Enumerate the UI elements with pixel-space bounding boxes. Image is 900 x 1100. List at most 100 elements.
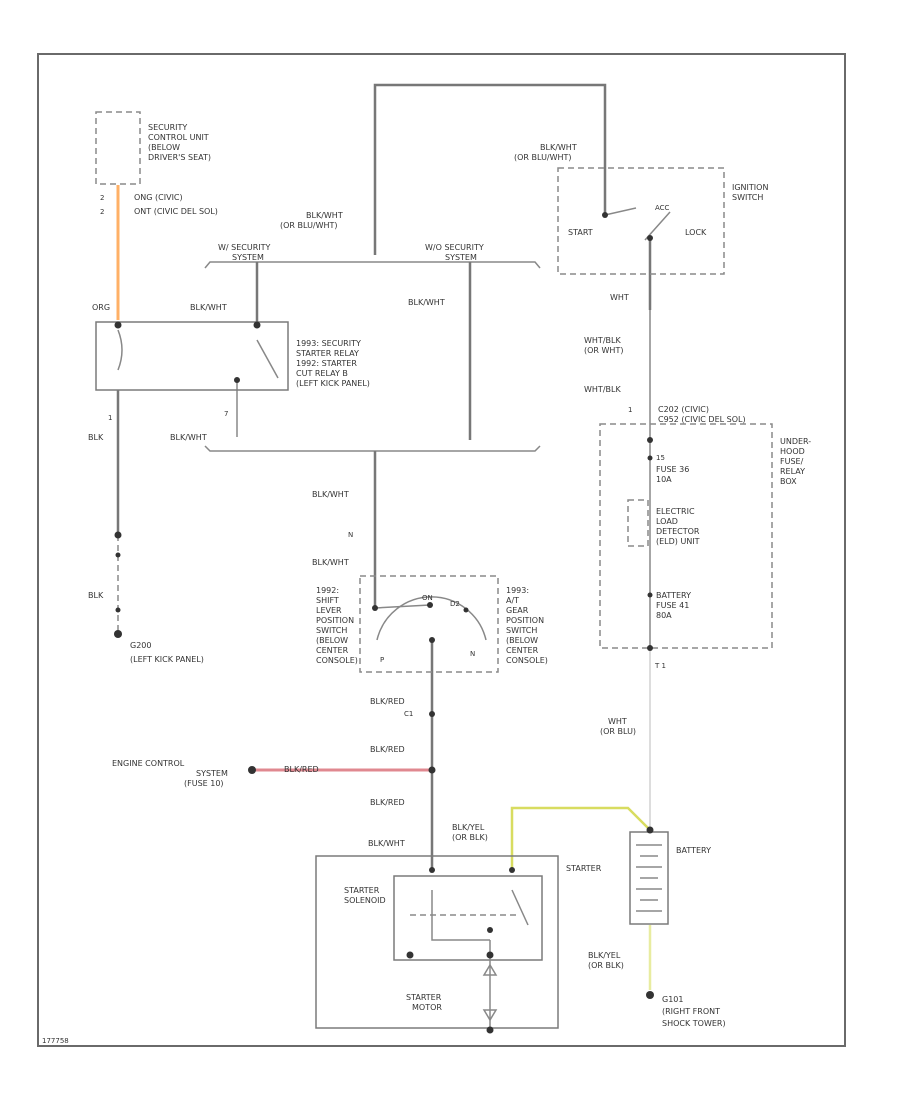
shift-left-label-6: (BELOW [316, 636, 348, 645]
security-unit-circuit-b: ONT (CIVIC DEL SOL) [134, 207, 218, 216]
engine-junction-below: BLK/RED [370, 798, 405, 807]
fuse-wire-a1: WHT/BLK [584, 336, 621, 345]
security-unit-pin-a: 2 [100, 194, 104, 202]
battery-cells [636, 844, 662, 912]
shift-left-label-5: SWITCH [316, 626, 347, 635]
gear-selector-contact [374, 604, 431, 609]
starter-solenoid-label-2: SOLENOID [344, 896, 386, 905]
branch-top-label-2: (OR BLU/WHT) [280, 221, 338, 230]
fuse-box-label-4: RELAY [780, 467, 805, 476]
eld-unit-box [627, 499, 649, 547]
battery-ground-wire-1: BLK/YEL [588, 951, 621, 960]
diagram-code: 177758 [42, 1037, 69, 1045]
fuse-wire-a2: (OR WHT) [584, 346, 623, 355]
battery-cable-wire [510, 806, 651, 870]
relay-wire-bottom-right: BLK/WHT [170, 433, 207, 442]
security-unit-label-3: (BELOW [148, 143, 180, 152]
junction-nodes [114, 212, 654, 1034]
relay-wire-left: ORG [92, 303, 110, 312]
engine-control-wire-label: BLK/RED [284, 765, 319, 774]
relay-pin-right: 7 [224, 410, 228, 418]
fuse-connector-b: C952 (CIVIC DEL SOL) [658, 415, 746, 424]
ignition-switch-label-2: SWITCH [732, 193, 763, 202]
starter-in-wire: BLK/WHT [368, 839, 405, 848]
shift-pos-p: P [380, 656, 384, 664]
fuse-connector-a: C202 (CIVIC) [658, 405, 709, 414]
relay-label-2: STARTER RELAY [296, 349, 359, 358]
ignition-pos-lock: LOCK [685, 228, 707, 237]
shift-right-label-8: CONSOLE) [506, 656, 548, 665]
shift-right-label-2: A/T [506, 596, 519, 605]
under-hood-fuse-relay-box [599, 423, 773, 649]
shift-left-label-8: CONSOLE) [316, 656, 358, 665]
relay-pin-left: 1 [108, 414, 112, 422]
shift-pos-n: N [470, 650, 475, 658]
battery-ground-location-1: (RIGHT FRONT [662, 1007, 720, 1016]
diagram-frame [37, 53, 846, 1047]
shift-right-label-4: POSITION [506, 616, 544, 625]
shift-pos-on: ON [422, 594, 433, 602]
motor-brush-top [482, 963, 498, 976]
eld-label-4: (ELD) UNIT [656, 537, 700, 546]
security-starter-relay-box [95, 321, 289, 391]
ignition-pos-start: START [568, 228, 593, 237]
shift-right-label-1: 1993: [506, 586, 529, 595]
starter-solenoid-label-1: STARTER [344, 886, 380, 895]
relay-contact [256, 339, 279, 379]
gear-selector-arc [376, 596, 487, 641]
ground-left-name: G200 [130, 641, 151, 650]
battery-ground-name: G101 [662, 995, 683, 1004]
bypass-wire-label: BLK/WHT [408, 298, 445, 307]
ignition-contact-start [604, 207, 637, 216]
ignition-wire-1: BLK/WHT [540, 143, 577, 152]
with-security-label-1: W/ SECURITY [218, 243, 271, 252]
ignition-out-wire-label: WHT [610, 293, 629, 302]
lower-junction-bus [204, 445, 541, 452]
fuse-box-label-3: FUSE/ [780, 457, 804, 466]
starter-outer-box [315, 855, 559, 1029]
shift-feed-label: BLK/WHT [312, 490, 349, 499]
fuse-box-label-5: BOX [780, 477, 797, 486]
fuse36-label-1: FUSE 36 [656, 465, 689, 474]
motor-brush-bottom [482, 1009, 498, 1022]
security-unit-label-4: DRIVER'S SEAT) [148, 153, 211, 162]
engine-junction-above: BLK/RED [370, 745, 405, 754]
shift-right-label-5: SWITCH [506, 626, 537, 635]
ground-left-wire: BLK [88, 591, 104, 600]
fuse-connector-pin: 1 [628, 406, 632, 414]
shift-right-label-3: GEAR [506, 606, 529, 615]
shift-right-label-6: (BELOW [506, 636, 538, 645]
starter-battery-wire-2: (OR BLK) [452, 833, 488, 842]
relay-label-1: 1993: SECURITY [296, 339, 361, 348]
relay-wire-bottom-left: BLK [88, 433, 104, 442]
top-junction-bus [204, 261, 541, 269]
shift-right-label-7: CENTER [506, 646, 539, 655]
battery-label: BATTERY [676, 846, 711, 855]
security-unit-label-1: SECURITY [148, 123, 187, 132]
gear-position-switch-box [359, 575, 499, 673]
without-security-label-1: W/O SECURITY [425, 243, 484, 252]
engine-control-label-1: ENGINE CONTROL [112, 759, 185, 768]
relay-label-4: CUT RELAY B [296, 369, 348, 378]
fuse-wire-b: WHT/BLK [584, 385, 621, 394]
branch-top-label-1: BLK/WHT [306, 211, 343, 220]
without-security-label-2: SYSTEM [445, 253, 477, 262]
relay-label-3: 1992: STARTER [296, 359, 357, 368]
battery-fuse-label-3: 80A [656, 611, 672, 620]
connector-n: N [348, 531, 353, 539]
ignition-pos-acc: ACC [655, 204, 670, 212]
fuse-box-label-2: HOOD [780, 447, 805, 456]
shift-feed-label-2: BLK/WHT [312, 558, 349, 567]
fuse-out-wire-2: (OR BLU) [600, 727, 636, 736]
battery-fuse-label-1: BATTERY [656, 591, 691, 600]
shift-left-label-7: CENTER [316, 646, 349, 655]
fuse36-pin: 15 [656, 454, 665, 462]
with-security-label-2: SYSTEM [232, 253, 264, 262]
shift-out-pin: C1 [404, 710, 413, 718]
relay-wire-right: BLK/WHT [190, 303, 227, 312]
engine-control-label-2: SYSTEM [196, 769, 228, 778]
shift-left-label-1: 1992: [316, 586, 339, 595]
shift-left-label-4: POSITION [316, 616, 354, 625]
eld-label-1: ELECTRIC [656, 507, 695, 516]
